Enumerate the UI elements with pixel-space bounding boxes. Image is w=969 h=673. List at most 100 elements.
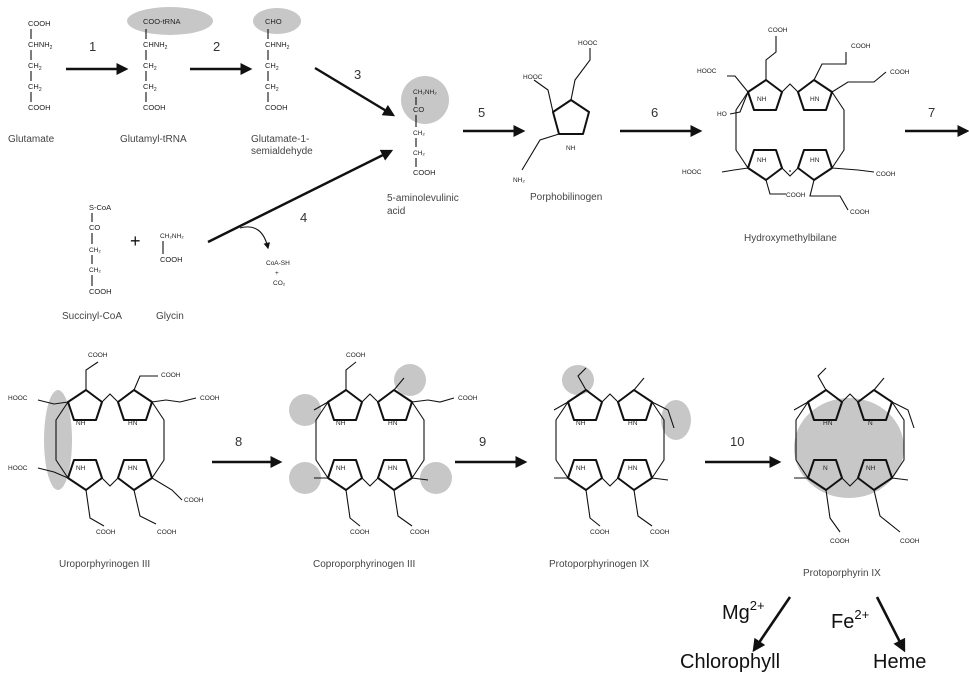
copro-cooh-2: COOH <box>458 395 478 402</box>
hmb-cooh-3: COOH <box>890 69 910 76</box>
coproporphyrinogen-label: Coproporphyrinogen III <box>313 559 415 570</box>
protoporphyrinogen-label: Protoporphyrinogen IX <box>549 559 649 570</box>
uro-nh-2: NH <box>76 465 86 472</box>
step-4-label: 4 <box>300 210 307 225</box>
succinyl-coa-ch2a: CH₂ <box>89 247 101 254</box>
uro-hn-1: HN <box>128 420 138 427</box>
uro-nh-1: NH <box>76 420 86 427</box>
hmb-cooh-4: COOH <box>876 171 896 178</box>
uro-cooh-4: COOH <box>184 497 204 504</box>
hmb-hn-2: HN <box>810 157 820 164</box>
glutamate-bottom-group: COOH <box>28 103 51 112</box>
hmb-nh-2: NH <box>757 157 767 164</box>
copro-cooh-3: COOH <box>350 529 370 536</box>
chlorophyll-branch: Mg2+ Chlorophyll <box>680 598 780 673</box>
semialdehyde-label-line1: Glutamate-1- <box>251 134 309 145</box>
chlorophyll-branch-arrow <box>752 596 792 653</box>
glutamyl-trna-ch2b: CH2 <box>143 82 157 93</box>
uro-cooh-2: COOH <box>161 372 181 379</box>
glycin-bottom-group: COOH <box>160 255 183 264</box>
step-9-label: 9 <box>479 434 486 449</box>
step-6-label: 6 <box>651 105 658 120</box>
uro-cooh-6: COOH <box>157 529 177 536</box>
highlight-vinyl-1 <box>562 365 594 395</box>
hmb-ho: HO <box>717 111 727 118</box>
glutamyl-trna-top-group: COO-tRNA <box>143 17 181 26</box>
succinyl-coa-ch2b: CH₂ <box>89 267 101 274</box>
heme-metal-ion: Fe2+ <box>831 607 869 633</box>
glutamate-structure: COOH CHNH2 CH2 CH2 COOH Glutamate <box>8 19 55 145</box>
hydroxymethylbilane-structure: NH HN NH HN HO COOH COOH COOH HOOC HOOC … <box>682 27 910 244</box>
hmb-cooh-2: COOH <box>851 43 871 50</box>
semialdehyde-ch2a: CH2 <box>265 61 279 72</box>
glutamyl-trna-bottom-group: COOH <box>143 103 166 112</box>
step-3-arrow <box>314 66 396 117</box>
glycin-top-group: CH₂NH₂ <box>160 233 184 240</box>
glutamate-amine-group: CHNH2 <box>28 40 53 51</box>
ala-label-line2: acid <box>387 206 405 217</box>
heme-product: Heme <box>873 651 926 673</box>
glycin-structure: CH₂NH₂ COOH Glycin <box>156 233 184 322</box>
pbg-nh: NH <box>566 145 576 152</box>
ala-ch2a: CH₂ <box>413 130 425 137</box>
uro-hooc-2: HOOC <box>8 465 28 472</box>
ala-top-group: CH₂NH₂ <box>413 89 437 96</box>
semialdehyde-amine-group: CHNH2 <box>265 40 290 51</box>
proto-gen-cooh-1: COOH <box>590 529 610 536</box>
succinyl-coa-top-group: S-CoA <box>89 203 111 212</box>
semialdehyde-label-line2: semialdehyde <box>251 146 313 157</box>
hmb-hooc-2: HOOC <box>682 169 702 176</box>
heme-branch: Fe2+ Heme <box>831 607 926 673</box>
proto-n-2: N <box>823 465 828 472</box>
step-8-label: 8 <box>235 434 242 449</box>
highlight-vinyl-2 <box>661 400 691 440</box>
step-4-arrow <box>207 149 394 244</box>
hmb-hn-1: HN <box>810 96 820 103</box>
succinyl-coa-structure: S-CoA CO CH₂ CH₂ COOH Succinyl-CoA <box>62 203 122 322</box>
succinyl-coa-label: Succinyl-CoA <box>62 311 122 322</box>
chlorophyll-product: Chlorophyll <box>680 651 780 673</box>
plus-sign: + <box>130 231 141 251</box>
aminolevulinic-acid-structure: CH₂NH₂ CO CH₂ CH₂ COOH 5-aminolevulinic … <box>387 76 459 217</box>
highlight-protoporphyrin-core <box>794 398 904 498</box>
highlight-aldehyde-group <box>253 8 301 34</box>
protoporphyrin-structure: N HN N NH COOH COOH Protoporphyrin IX <box>793 367 920 579</box>
pbg-cooh-left: HOOC <box>523 74 543 81</box>
chlorophyll-metal-ion: Mg2+ <box>722 598 765 624</box>
pbg-nh2: NH₂ <box>513 177 525 184</box>
step-3-label: 3 <box>354 67 361 82</box>
copro-hn-2: HN <box>388 465 398 472</box>
copro-cooh-4: COOH <box>410 529 430 536</box>
highlight-ala-head <box>401 76 449 124</box>
protoporphyrinogen-structure: NH HN NH HN COOH COOH Protoporphyrinogen… <box>549 365 691 570</box>
hmb-cooh-6: COOH <box>850 209 870 216</box>
proto-cooh-1: COOH <box>830 538 850 545</box>
step-5-label: 5 <box>478 105 485 120</box>
hydroxymethylbilane-label: Hydroxymethylbilane <box>744 233 837 244</box>
proto-gen-cooh-2: COOH <box>650 529 670 536</box>
hmb-cooh-5: COOH <box>786 192 806 199</box>
proto-cooh-2: COOH <box>900 538 920 545</box>
proto-nh-1: NH <box>866 465 876 472</box>
glutamate-top-group: COOH <box>28 19 51 28</box>
porphobilinogen-structure: HOOC HOOC NH NH₂ Porphobilinogen <box>513 40 602 203</box>
succinyl-coa-co-group: CO <box>89 223 100 232</box>
glutamyl-trna-structure: COO-tRNA CHNH2 CH2 CH2 COOH Glutamyl-tRN… <box>120 7 213 145</box>
glycin-label: Glycin <box>156 311 184 322</box>
glutamate-semialdehyde-structure: CHO CHNH2 CH2 CH2 COOH Glutamate-1- semi… <box>251 8 313 157</box>
copro-cooh-1: COOH <box>346 352 366 359</box>
hmb-nh-1: NH <box>757 96 767 103</box>
proto-n-1: N <box>868 420 873 427</box>
glutamyl-trna-amine-group: CHNH2 <box>143 40 168 51</box>
semialdehyde-ch2b: CH2 <box>265 82 279 93</box>
step-7-label: 7 <box>928 105 935 120</box>
coproporphyrinogen-structure: NH HN NH HN COOH COOH COOH COOH Copropor… <box>289 352 478 570</box>
proto-gen-nh-2: NH <box>576 465 586 472</box>
hmb-hooc-1: HOOC <box>697 68 717 75</box>
copro-hn-1: HN <box>388 420 398 427</box>
highlight-copro-1 <box>289 394 321 426</box>
highlight-uro-ring <box>44 390 72 490</box>
glutamate-ch2a: CH2 <box>28 61 42 72</box>
glutamate-ch2b: CH2 <box>28 82 42 93</box>
uro-cooh-3: COOH <box>200 395 220 402</box>
